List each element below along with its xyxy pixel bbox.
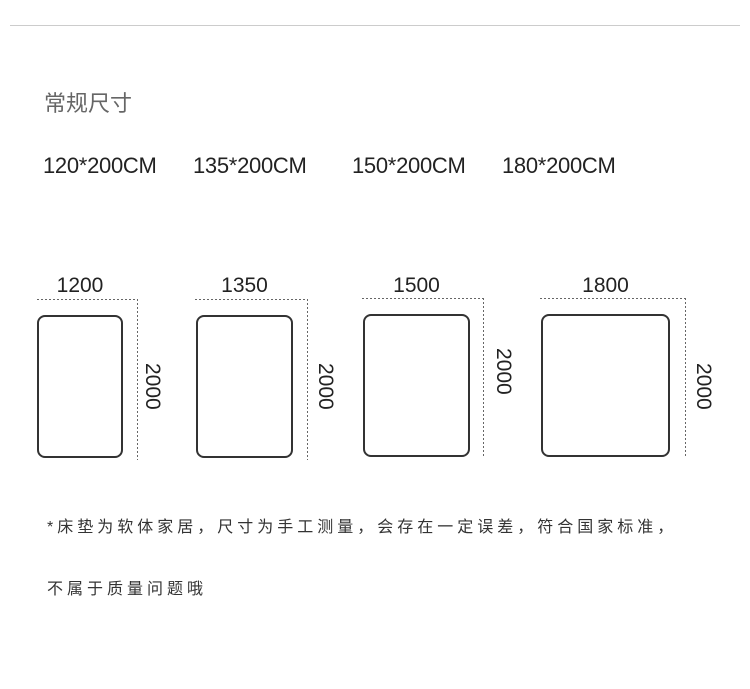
length-label: 2000 (141, 363, 164, 410)
length-dimension-line (685, 298, 686, 458)
length-label: 2000 (492, 348, 515, 395)
size-option-150x200: 150*200CM (352, 153, 466, 178)
width-label: 1500 (393, 274, 440, 297)
mattress-outline (196, 315, 293, 458)
width-label: 1800 (582, 274, 629, 297)
width-dimension-line (362, 298, 484, 299)
width-dimension-line (37, 299, 138, 300)
top-divider-line (10, 25, 740, 26)
mattress-outline (363, 314, 470, 457)
width-dimension-line (540, 298, 686, 299)
mattress-outline (541, 314, 670, 457)
width-label: 1350 (221, 274, 268, 297)
disclaimer-note-line2: 不属于质量问题哦 (47, 581, 208, 598)
width-label: 1200 (56, 274, 104, 297)
mattress-outline (37, 315, 123, 458)
length-dimension-line (137, 299, 138, 460)
length-label: 2000 (314, 363, 337, 410)
width-dimension-line (195, 299, 308, 300)
size-option-135x200: 135*200CM (193, 153, 307, 178)
section-title: 常规尺寸 (44, 91, 133, 116)
size-option-180x200: 180*200CM (502, 153, 616, 178)
disclaimer-note-line1: *床垫为软体家居，尺寸为手工测量，会存在一定误差，符合国家标准， (47, 519, 678, 536)
length-label: 2000 (692, 363, 715, 410)
size-option-120x200: 120*200CM (43, 153, 157, 178)
length-dimension-line (483, 298, 484, 458)
length-dimension-line (307, 299, 308, 460)
